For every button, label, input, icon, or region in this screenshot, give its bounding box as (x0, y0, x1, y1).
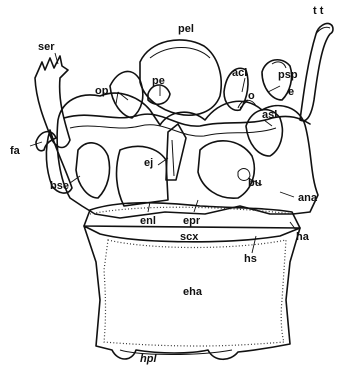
ej-stylet (166, 124, 186, 180)
tt-process (300, 23, 333, 120)
label-enl: enl (140, 215, 156, 227)
label-ser: ser (38, 41, 55, 53)
label-psp: psp (278, 69, 298, 81)
label-asl: asl (262, 109, 277, 121)
bse-sclerite (76, 143, 110, 198)
label-ej: ej (144, 157, 153, 169)
lead-ana (280, 192, 294, 197)
lead-ha (290, 222, 296, 230)
label-ana: ana (298, 192, 318, 204)
central-wall (117, 146, 168, 206)
label-bse: bse (50, 180, 69, 192)
label-hpl: hpl (140, 353, 157, 365)
ej-inner (172, 140, 174, 176)
label-epr: epr (183, 215, 201, 227)
body-outline (57, 93, 318, 218)
label-pel: pel (178, 23, 194, 35)
label-op: op (95, 85, 109, 97)
label-ha: ha (296, 231, 310, 243)
label-tt: t t (313, 5, 324, 17)
label-eha: eha (183, 286, 203, 298)
label-o: o (248, 90, 255, 102)
bu-bulb (198, 141, 254, 198)
label-scx: scx (180, 231, 199, 243)
median-band-lower (70, 125, 276, 136)
label-pe: pe (152, 75, 165, 87)
lead-acl (242, 78, 245, 92)
pel-inner-edge (150, 48, 210, 59)
label-bu: bu (248, 177, 261, 189)
label-acl: acl (232, 67, 247, 79)
label-fa: fa (10, 145, 21, 157)
label-e: e (288, 86, 294, 98)
psp-detail (272, 62, 286, 68)
lead-e (268, 86, 280, 92)
label-hs: hs (244, 253, 257, 265)
